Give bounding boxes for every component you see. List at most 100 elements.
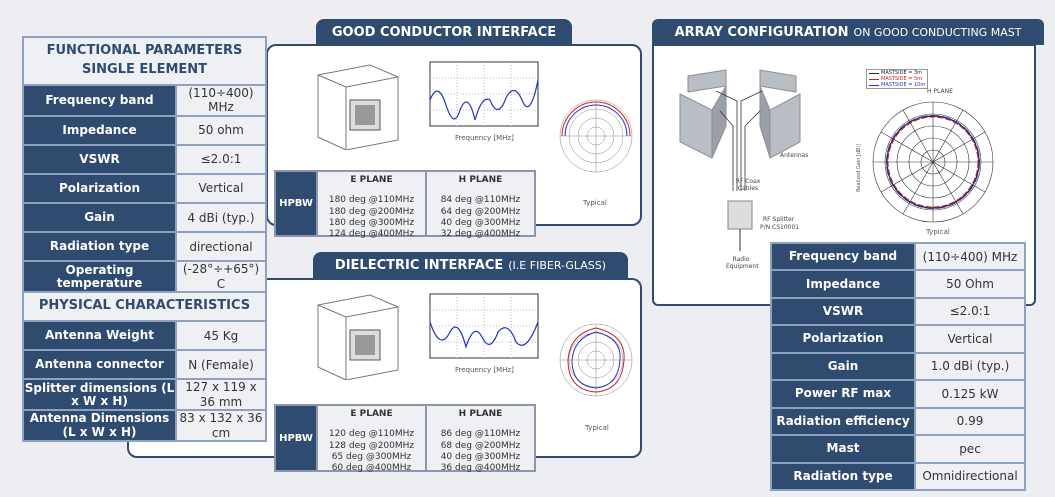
row-value: 50 ohm: [177, 116, 265, 144]
array-subtitle: ON GOOD CONDUCTING MAST: [853, 25, 1022, 39]
row-value: 50 Ohm: [916, 271, 1024, 297]
table-row: VSWR≤2.0:1: [24, 145, 265, 174]
array-diagram: [679, 69, 801, 251]
array-typical-label: Typical: [926, 228, 950, 236]
row-value: pec: [916, 436, 1024, 462]
e-plane-polar-chart: [559, 99, 633, 173]
row-value: 0.99: [916, 408, 1024, 435]
good-conductor-title-text: GOOD CONDUCTOR INTERFACE: [331, 24, 557, 40]
good-conductor-title: GOOD CONDUCTOR INTERFACE: [316, 19, 572, 45]
row-label: Splitter dimensions (L x W x H): [24, 380, 175, 410]
e-value: 180 deg @110MHz: [328, 195, 415, 206]
good-typical-label: Typical: [583, 199, 607, 207]
legend-item: MASTSIDE = 10m: [869, 82, 925, 88]
row-value: 83 x 132 x 36 cm: [177, 411, 265, 440]
vswr-xlabel: Frequency [MHz]: [455, 134, 514, 142]
row-label: Mast: [772, 436, 914, 462]
h-value: 68 deg @200MHz: [440, 440, 521, 451]
hpbw-label: HPBW: [276, 172, 316, 235]
vswr-chart: [429, 293, 539, 359]
h-value: 84 deg @110MHz: [440, 195, 521, 206]
polar-title: H PLANE: [927, 88, 953, 95]
row-value: N (Female): [177, 351, 265, 379]
table-row: Splitter dimensions (L x W x H)127 x 119…: [24, 380, 265, 410]
row-value: 0.125 kW: [916, 381, 1024, 407]
row-value: Vertical: [177, 175, 265, 203]
table-row: VSWR≤2.0:1: [772, 298, 1024, 325]
table-row: Frequency band(110÷400) MHz: [24, 86, 265, 115]
e-value: 124 deg @400MHz: [328, 229, 415, 239]
row-label: Frequency band: [772, 244, 914, 270]
e-plane-polar-chart: [559, 323, 633, 397]
hpbw-label: HPBW: [276, 406, 316, 470]
vswr-xlabel: Frequency [MHz]: [455, 366, 514, 374]
h-value: 40 deg @300MHz: [440, 451, 521, 462]
splitter-label: RF Splitter: [763, 216, 795, 223]
row-label: Impedance: [772, 271, 914, 297]
row-value: 45 Kg: [177, 322, 265, 350]
e-value: 128 deg @200MHz: [328, 440, 415, 451]
e-value: 180 deg @300MHz: [328, 217, 415, 228]
row-value: (-28°÷+65°) C: [177, 262, 265, 292]
row-label: Radiation type: [772, 463, 914, 489]
polar-legend: MASTSIDE = 3m MASTSIDE = 5m MASTSIDE = 1…: [866, 69, 929, 89]
row-value: Vertical: [916, 326, 1024, 352]
antenna-drawing: [317, 64, 399, 150]
e-plane-title: E PLANE: [350, 409, 393, 419]
row-label: VSWR: [24, 145, 175, 174]
cables-label: RF Coax Cables: [735, 178, 761, 192]
row-label: Antenna Dimensions (L x W x H): [24, 411, 175, 440]
splitter-pn: P/N CS10001: [760, 224, 800, 231]
functional-title-2: SINGLE ELEMENT: [81, 62, 208, 77]
row-label: Polarization: [24, 175, 175, 203]
e-value: 60 deg @400MHz: [331, 463, 412, 473]
row-value: (110÷400) MHz: [916, 244, 1024, 270]
h-value: 32 deg @400MHz: [440, 229, 521, 239]
e-value: 180 deg @200MHz: [328, 206, 415, 217]
table-row: Frequency band(110÷400) MHz: [772, 244, 1024, 270]
functional-parameters-table: FUNCTIONAL PARAMETERS SINGLE ELEMENT Freq…: [22, 36, 267, 442]
h-value: 64 deg @200MHz: [440, 206, 521, 217]
functional-title-1: FUNCTIONAL PARAMETERS: [46, 43, 243, 59]
dielectric-title: DIELECTRIC INTERFACE (I.E FIBER-GLASS): [313, 252, 628, 279]
dielectric-typical-label: Typical: [585, 424, 609, 432]
array-title-text: ARRAY CONFIGURATION: [674, 24, 849, 40]
row-label: Gain: [24, 204, 175, 232]
row-label: Power RF max: [772, 381, 914, 407]
row-label: Operating temperature: [24, 262, 175, 292]
row-value: ≤2.0:1: [177, 145, 265, 174]
row-value: directional: [177, 233, 265, 261]
polar-ylabel: Realized Gain [dBi]: [855, 144, 862, 192]
dielectric-subtitle: (I.E FIBER-GLASS): [508, 259, 607, 272]
radio-label: Radio Equipment: [726, 256, 759, 270]
h-plane-polar-chart: [872, 101, 994, 223]
row-value: Omnidirectional: [916, 463, 1024, 489]
row-value: ≤2.0:1: [916, 298, 1024, 325]
row-label: Gain: [772, 353, 914, 380]
row-label: Radiation type: [24, 233, 175, 261]
row-value: (110÷400) MHz: [177, 86, 265, 115]
row-label: Frequency band: [24, 86, 175, 115]
functional-header: FUNCTIONAL PARAMETERS SINGLE ELEMENT: [24, 38, 265, 84]
h-plane-title: H PLANE: [458, 175, 503, 185]
vswr-chart: [429, 61, 539, 127]
e-plane-title: E PLANE: [350, 175, 393, 185]
row-value: 127 x 119 x 36 mm: [177, 380, 265, 410]
antenna-drawing: [317, 294, 399, 380]
dielectric-title-text: DIELECTRIC INTERFACE: [334, 258, 504, 273]
array-title: ARRAY CONFIGURATION ON GOOD CONDUCTING MA…: [652, 19, 1044, 45]
